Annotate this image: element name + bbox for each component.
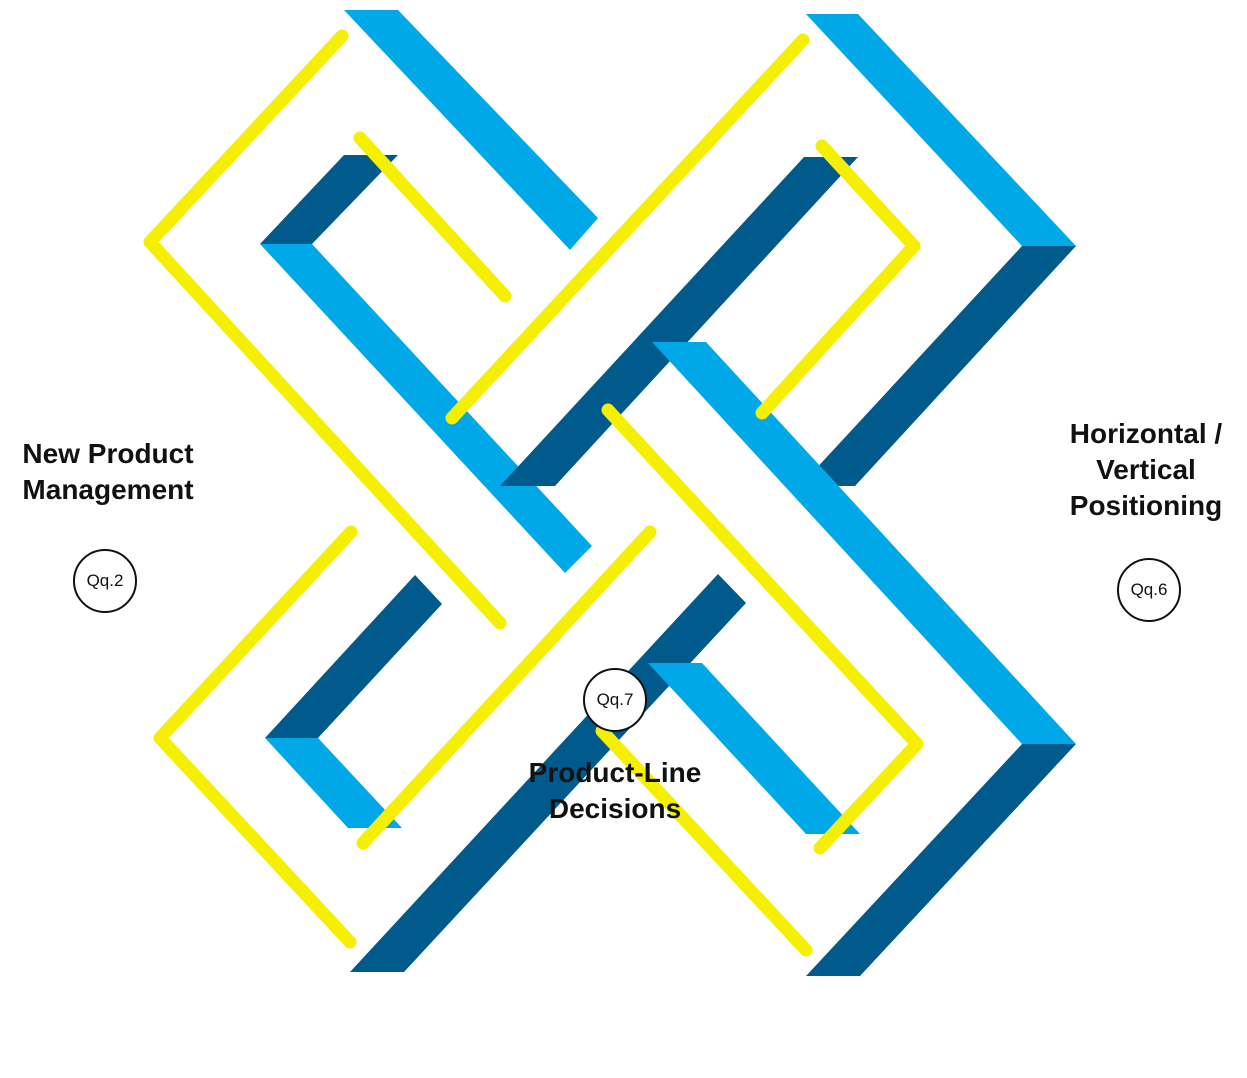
band-dark-blue-bottom-right bbox=[806, 744, 1076, 976]
band-dark-blue-right-elbow bbox=[800, 246, 1076, 486]
band-light-blue-left-diagonal bbox=[260, 244, 592, 573]
label-product-line-decisions: Product-Line Decisions bbox=[500, 755, 730, 827]
yellow-line-right-upper bbox=[755, 139, 921, 420]
knot-yellow-lines bbox=[143, 29, 924, 957]
badge-qq6: Qq.6 bbox=[1117, 558, 1181, 622]
band-dark-blue-top-left-elbow bbox=[260, 155, 398, 244]
yellow-line-left-outer bbox=[143, 29, 507, 630]
yellow-line-bottom-falling bbox=[595, 724, 813, 957]
band-light-blue-top-right bbox=[806, 14, 1076, 246]
yellow-line-lower-rising bbox=[356, 525, 657, 850]
label-left-line2: Management bbox=[22, 474, 194, 505]
yellow-line-center-rising bbox=[445, 33, 810, 425]
label-bottom-line2: Decisions bbox=[548, 793, 682, 824]
band-light-blue-lower-right bbox=[648, 663, 860, 834]
label-right-line2: Vertical bbox=[1096, 454, 1196, 485]
label-left-line1: New Product bbox=[22, 438, 194, 469]
label-right-line1: Horizontal / bbox=[1069, 418, 1223, 449]
yellow-line-left-lower bbox=[153, 525, 358, 949]
label-bottom-line1: Product-Line bbox=[528, 757, 702, 788]
label-right-line3: Positioning bbox=[1069, 490, 1223, 521]
badge-qq2: Qq.2 bbox=[73, 549, 137, 613]
band-dark-blue-bottom-diagonal bbox=[350, 574, 746, 972]
band-light-blue-center-down bbox=[652, 342, 1076, 744]
band-light-blue-lower-left-elbow bbox=[265, 738, 402, 828]
label-horizontal-vertical-positioning: Horizontal / Vertical Positioning bbox=[1050, 416, 1242, 524]
knot-bands bbox=[260, 10, 1076, 976]
band-dark-blue-center-up bbox=[500, 157, 858, 486]
band-dark-blue-lower-left bbox=[265, 575, 442, 738]
band-light-blue-top-left bbox=[344, 10, 598, 250]
label-new-product-management: New Product Management bbox=[8, 436, 208, 508]
yellow-line-top-left-inner bbox=[353, 131, 512, 303]
yellow-line-center-falling bbox=[601, 403, 924, 855]
badge-qq7: Qq.7 bbox=[583, 668, 647, 732]
